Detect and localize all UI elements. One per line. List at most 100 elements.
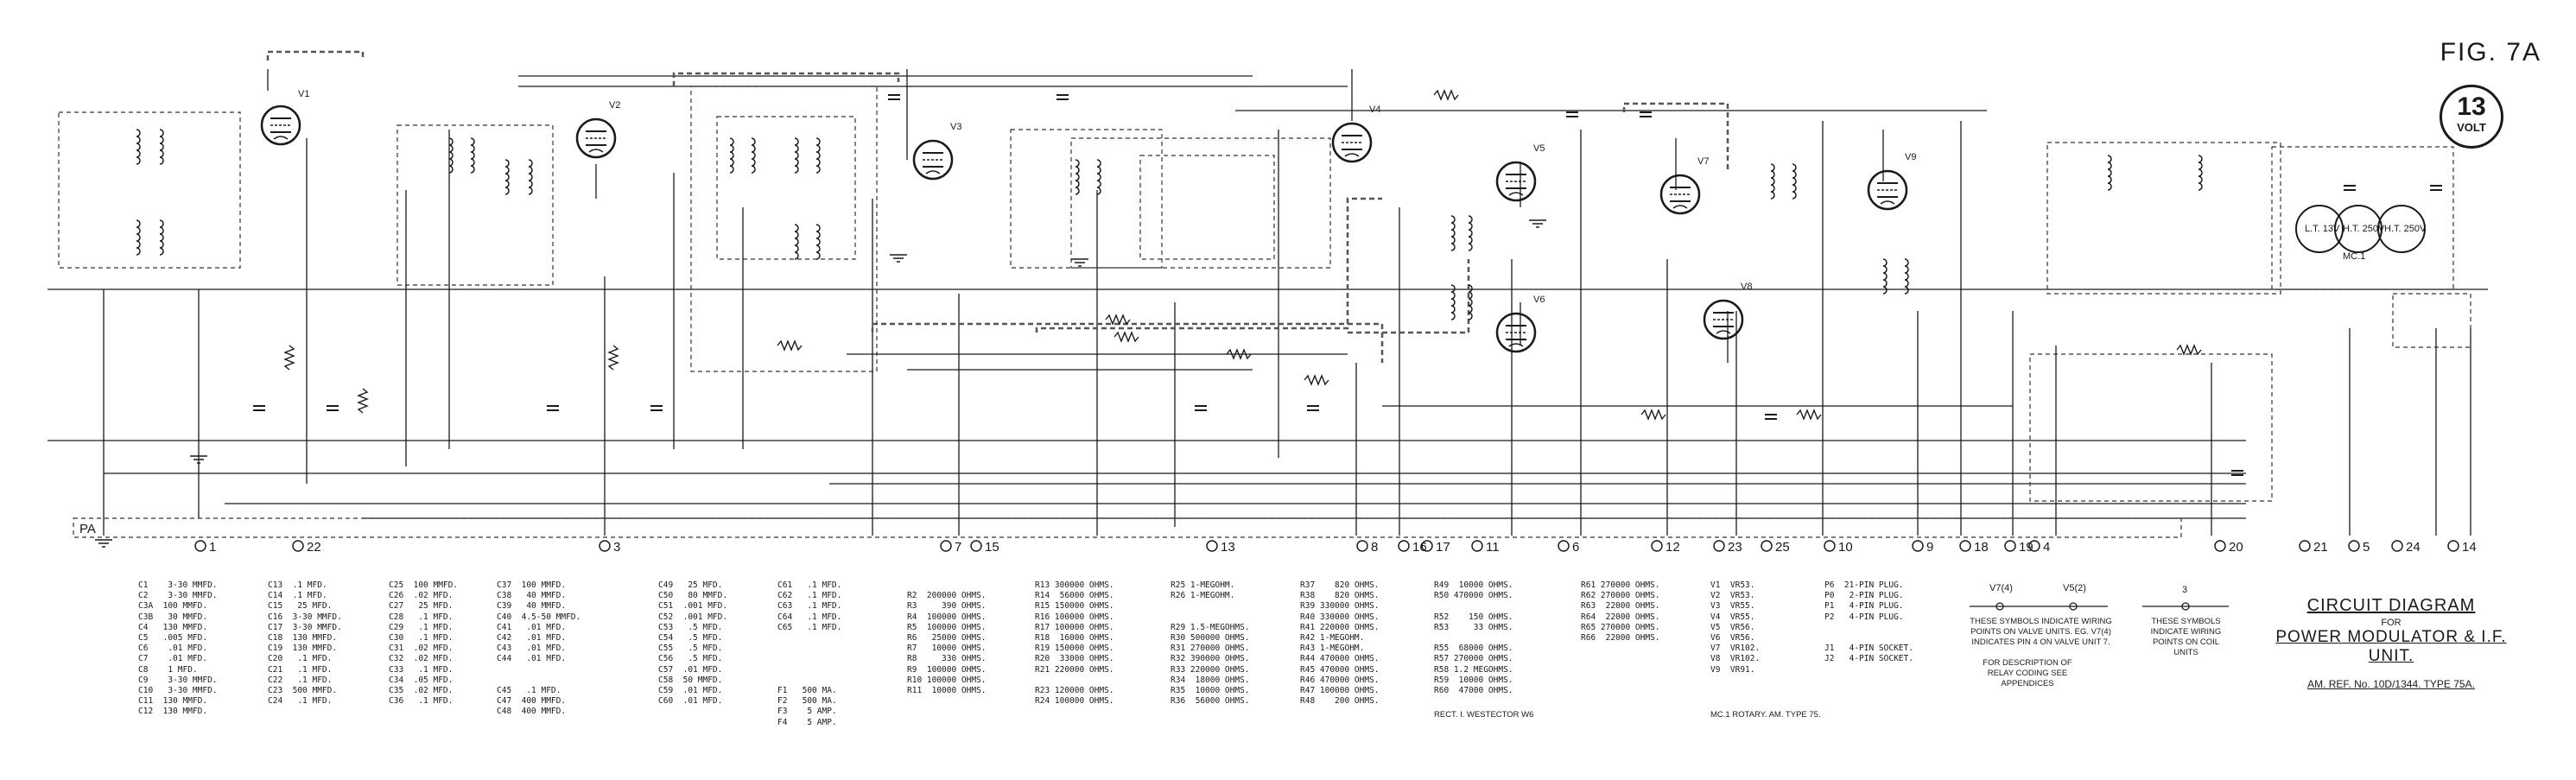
volt-badge: 13 VOLT	[2440, 85, 2503, 149]
legend-entry: R59 10000 OHMS.	[1434, 675, 1513, 685]
legend-entry: R16 100000 OHMS.	[1035, 612, 1114, 622]
legend-entry: R52 150 OHMS.	[1434, 612, 1513, 622]
legend-entry: V7 VR102.	[1710, 644, 1761, 654]
legend-entry: C52 .001 MFD.	[658, 612, 728, 622]
legend-entry: R62 270000 OHMS.	[1581, 591, 1660, 601]
legend-entry: R43 1-MEGOHM.	[1300, 644, 1365, 654]
terminal-25-pin	[1761, 540, 1773, 552]
title-line-3: POWER MODULATOR & I.F. UNIT.	[2275, 628, 2507, 665]
legend-entry: C12 130 MMFD.	[138, 707, 208, 717]
legend-entry: R19 150000 OHMS.	[1035, 644, 1114, 654]
rotary-note: MC.1 ROTARY. AM. TYPE 75.	[1710, 710, 1821, 720]
legend-entry: R55 68000 OHMS.	[1434, 644, 1513, 654]
legend-entry: C34 .05 MFD.	[389, 675, 454, 685]
legend-entry: C31 .02 MFD.	[389, 644, 454, 654]
legend-entry: R33 220000 OHMS.	[1171, 664, 1250, 675]
motor-mc-label: MC.1	[2343, 251, 2365, 262]
legend-entry: C36 .1 MFD.	[389, 696, 454, 707]
relay-note: FOR DESCRIPTION OF RELAY CODING SEE APPE…	[1983, 658, 2072, 688]
legend-entry: R46 470000 OHMS.	[1300, 675, 1380, 685]
legend-entry: C15 25 MFD.	[268, 601, 333, 612]
valve-V5-label: V5	[1533, 143, 1545, 154]
legend-entry: C44 .01 MFD.	[497, 654, 567, 664]
terminal-1-pin	[194, 540, 206, 552]
terminal-21-pin	[2299, 540, 2311, 552]
legend-entry: R48 200 OHMS.	[1300, 696, 1380, 707]
legend-entry: C50 80 MMFD.	[658, 591, 728, 601]
legend-entry: C49 25 MFD.	[658, 580, 723, 590]
terminal-4-pin	[2028, 540, 2040, 552]
legend-entry: C58 50 MMFD.	[658, 675, 723, 685]
legend-entry: R58 1.2 MEGOHMS.	[1434, 664, 1513, 675]
legend-entry: R31 270000 OHMS.	[1171, 644, 1250, 654]
screened-wiring	[266, 50, 1729, 363]
legend-entry: R23 120000 OHMS.	[1035, 686, 1114, 696]
title-line-4: AM. REF. No. 10D/1344. TYPE 75A.	[2307, 678, 2475, 690]
terminal-15-pin	[970, 540, 982, 552]
legend-entry: C37 100 MMFD.	[497, 580, 567, 590]
legend-entry: R40 330000 OHMS.	[1300, 612, 1380, 622]
terminal-3-label: 3	[613, 540, 620, 555]
legend-entry: R61 270000 OHMS.	[1581, 580, 1660, 590]
legend-entry	[1171, 601, 1250, 612]
terminal-24-pin	[2391, 540, 2403, 552]
legend-entry: C60 .01 MFD.	[658, 696, 723, 707]
screening-boxes	[58, 86, 2471, 538]
legend-entry: C27 25 MFD.	[389, 601, 454, 612]
legend-entry	[907, 580, 987, 591]
terminal-11-label: 11	[1486, 540, 1500, 555]
legend-entry: C20 .1 MFD.	[268, 654, 333, 664]
legend-entry: C45 .1 MFD.	[497, 686, 562, 695]
legend-entry: R25 1-MEGOHM.	[1171, 580, 1235, 590]
legend-entry: R42 1-MEGOHM.	[1300, 633, 1365, 644]
legend-entry: C16 3-30 MMFD.	[268, 612, 342, 622]
legend-entry: F2 500 MA.	[777, 696, 837, 707]
motor-ht2-label: H.T. 250V	[2384, 224, 2427, 234]
terminal-1-label: 1	[209, 540, 216, 555]
legend-entry: R6 25000 OHMS.	[907, 633, 987, 643]
legend-entry: C2 3-30 MMFD.	[138, 591, 218, 601]
legend-entry: C56 .5 MFD.	[658, 654, 723, 664]
terminal-25-label: 25	[1775, 540, 1790, 555]
valve-V1	[260, 105, 301, 146]
terminal-9-pin	[1912, 540, 1924, 552]
terminal-20-pin	[2214, 540, 2226, 552]
terminal-19-pin	[2004, 540, 2016, 552]
terminal-22-pin	[292, 540, 304, 552]
legend-entry: C61 .1 MFD.	[777, 580, 842, 590]
legend-entry: C23 500 MMFD.	[268, 686, 338, 696]
valve-V6-label: V6	[1533, 295, 1545, 305]
terminal-18-label: 18	[1974, 540, 1989, 555]
legend-entry: R13 300000 OHMS.	[1035, 580, 1114, 590]
legend-entry: R5 100000 OHMS.	[907, 622, 987, 632]
valve-V2-label: V2	[609, 100, 620, 111]
terminal-4-label: 4	[2043, 540, 2050, 555]
coil-symbol-sample: 3	[2142, 585, 2229, 611]
legend-entry: R2 200000 OHMS.	[907, 591, 987, 601]
legend-col-1: C1 3-30 MMFD.C2 3-30 MMFD.C3A 100 MMFD.C…	[138, 580, 218, 718]
legend-entry: R35 10000 OHMS.	[1171, 686, 1250, 695]
terminal-13-pin	[1206, 540, 1218, 552]
legend-entry: C17 3-30 MMFD.	[268, 622, 342, 632]
legend-entry: R37 820 OHMS.	[1300, 580, 1380, 590]
terminal-23-label: 23	[1728, 540, 1742, 555]
legend-entry: R21 220000 OHMS.	[1035, 664, 1114, 675]
legend-entry: R30 500000 OHMS.	[1171, 632, 1250, 643]
legend-entry: C7 .01 MFD.	[138, 654, 208, 664]
legend-entry: R38 820 OHMS.	[1300, 591, 1380, 601]
legend-entry: R9 100000 OHMS.	[907, 664, 987, 675]
valve-tag-a: V7(4)	[1989, 583, 2013, 593]
legend-entry: R36 56000 OHMS.	[1171, 696, 1250, 707]
legend-entry: P1 4-PIN PLUG.	[1824, 601, 1904, 612]
legend-entry: C55 .5 MFD.	[658, 644, 723, 654]
terminal-6-label: 6	[1572, 540, 1579, 555]
legend-entry: R66 22000 OHMS.	[1581, 633, 1660, 644]
terminal-16-pin	[1398, 540, 1410, 552]
legend-entry: C63 .1 MFD.	[777, 601, 842, 612]
terminal-7-label: 7	[955, 540, 961, 555]
legend-entry: P6 21-PIN PLUG.	[1824, 580, 1904, 590]
legend-entry: C62 .1 MFD.	[777, 591, 842, 601]
legend-entry	[777, 633, 841, 644]
terminal-7-pin	[940, 540, 952, 552]
